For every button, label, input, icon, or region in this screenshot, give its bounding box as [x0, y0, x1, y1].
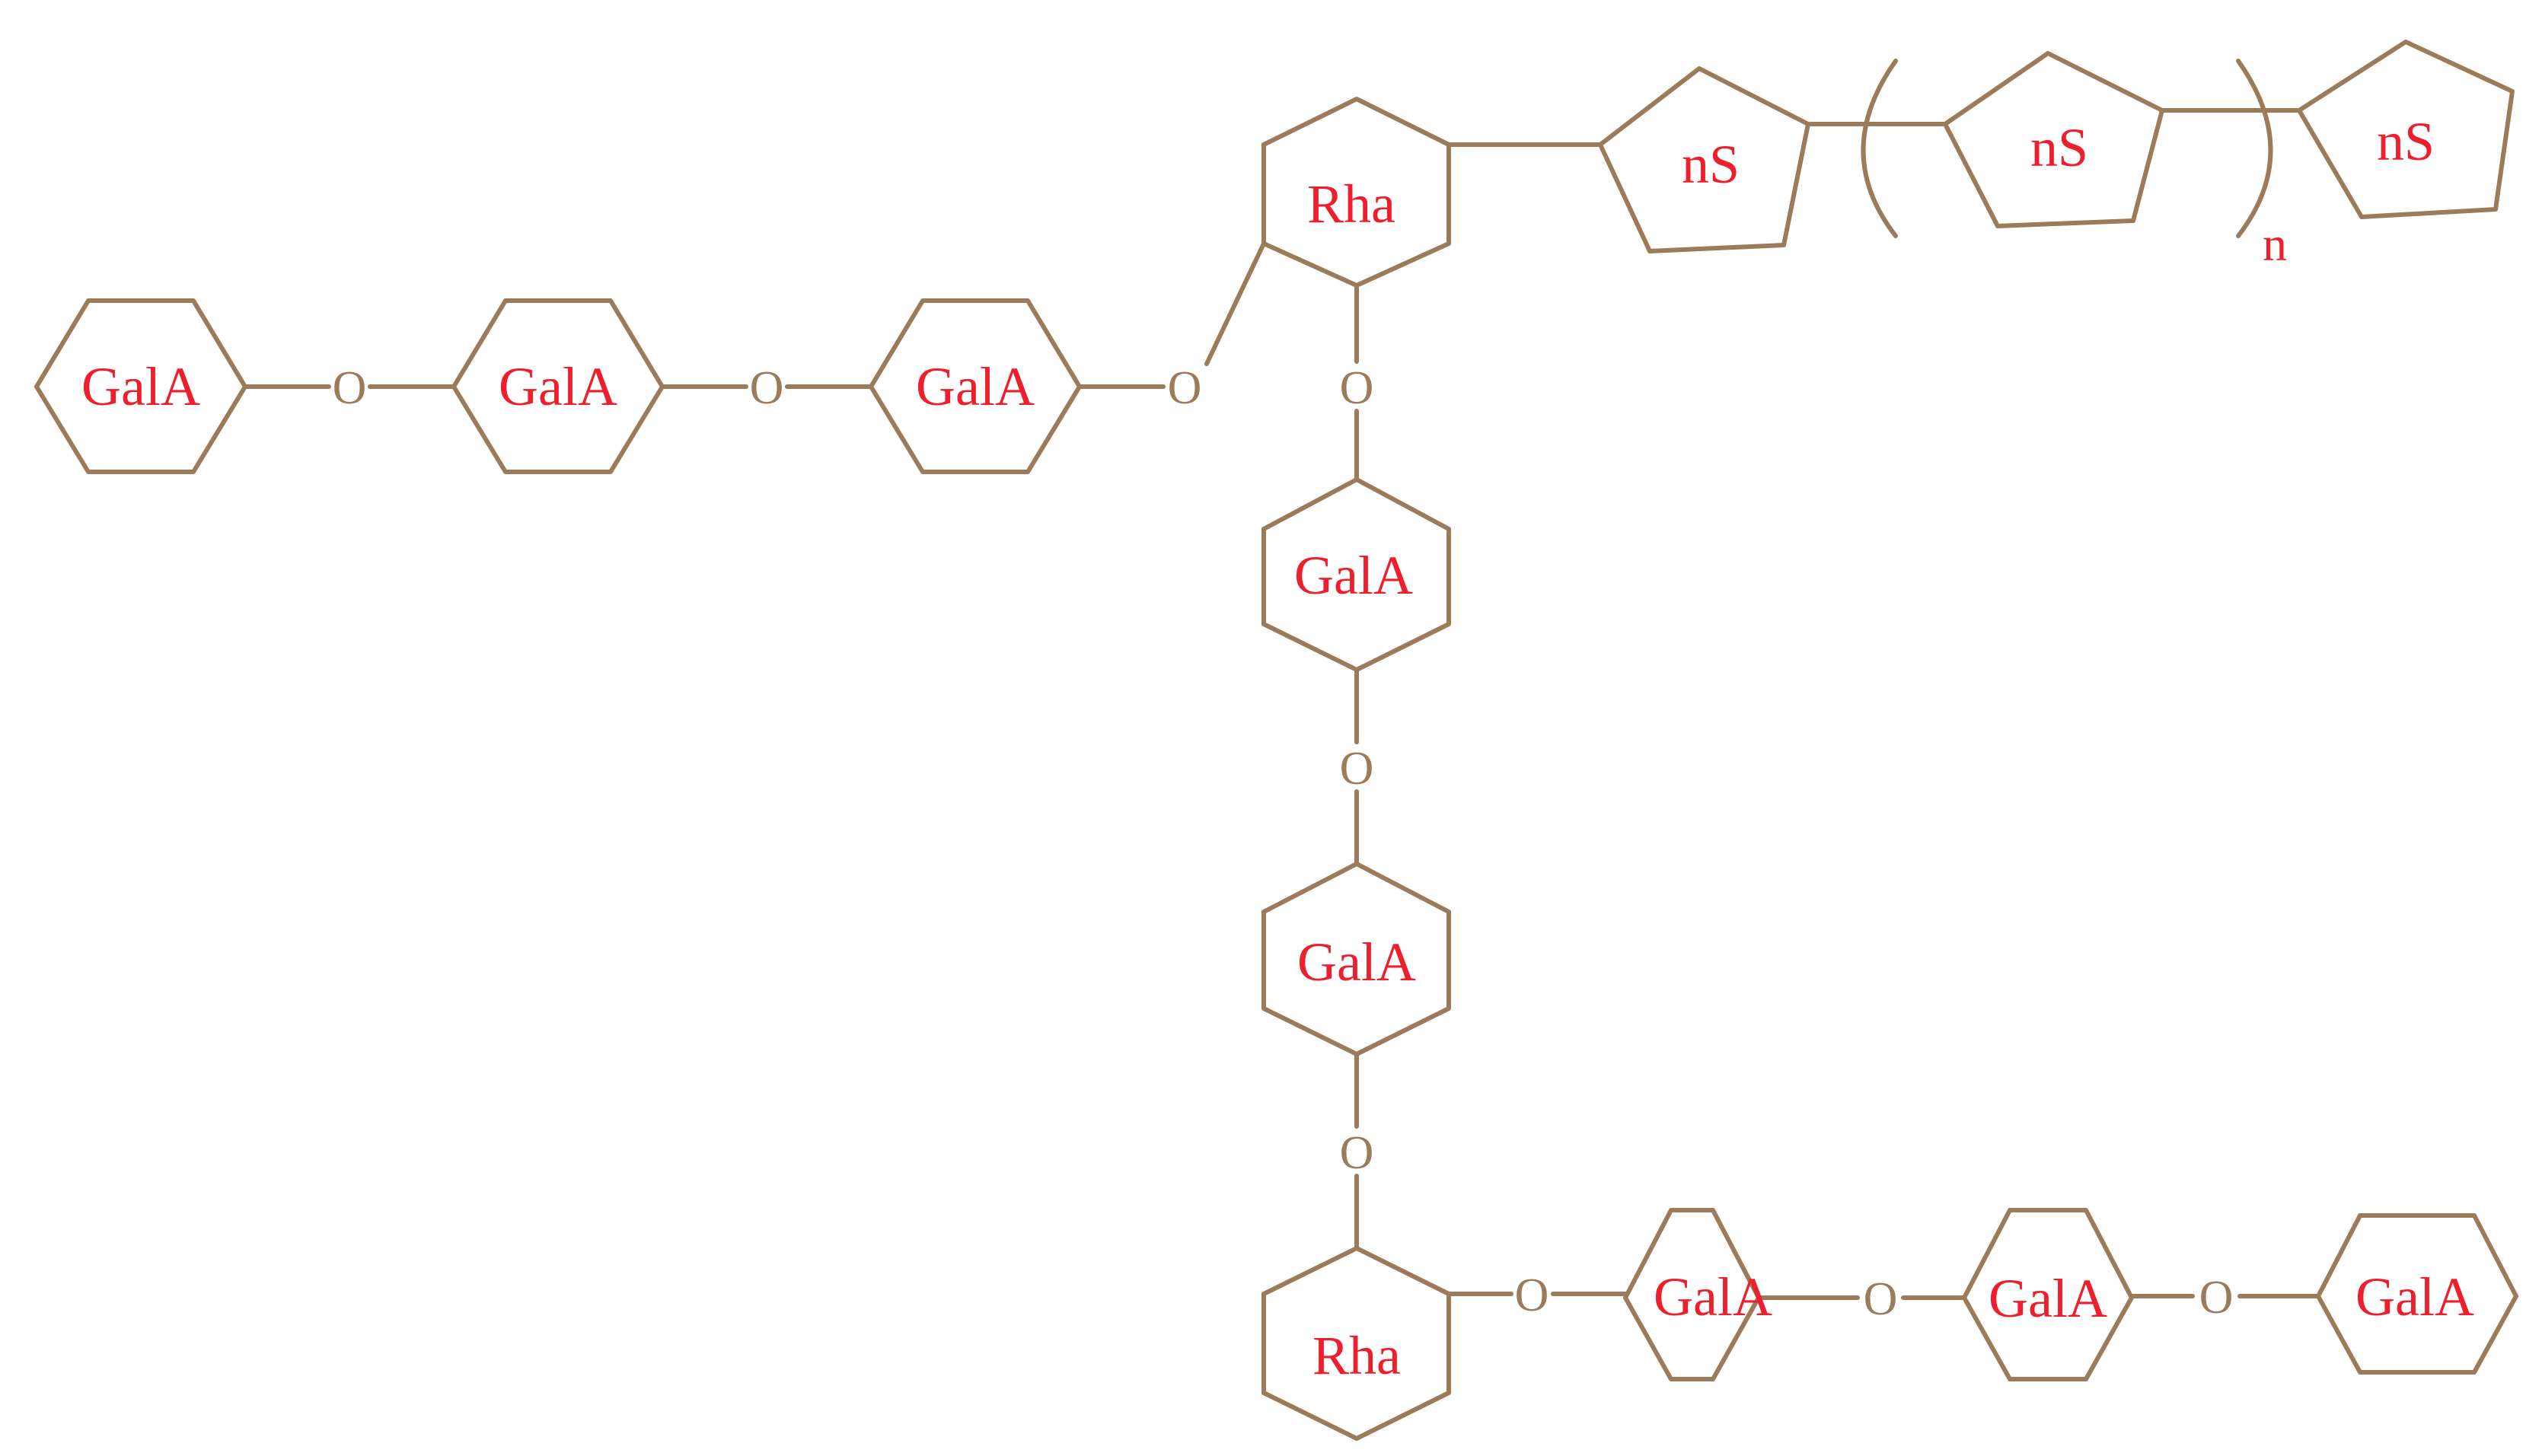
repeat-brackets: n: [1861, 59, 2287, 271]
unit-label-ns: nS: [2030, 117, 2088, 178]
unit-label-galA: GalA: [916, 356, 1035, 417]
unit-label-galA: GalA: [499, 356, 617, 417]
oxygen-label: O: [1340, 743, 1374, 795]
unit-label-galA: GalA: [81, 356, 200, 417]
pentagon-ring-ns2: [1943, 51, 2164, 228]
unit-label-ns: nS: [1682, 134, 1740, 195]
pentagon-ring-ns3: [2297, 40, 2515, 219]
hexagon-ring-rha1: [1261, 97, 1451, 288]
unit-label-rha: Rha: [1312, 1325, 1401, 1386]
bonds: [243, 108, 2320, 1300]
oxygen-label: O: [2199, 1272, 2234, 1324]
right-parenthesis: [2236, 59, 2273, 238]
unit-label-ns: nS: [2377, 111, 2435, 172]
unit-label-galA: GalA: [2355, 1266, 2474, 1327]
oxygen-label: O: [333, 362, 367, 414]
oxygen-label: O: [1515, 1270, 1549, 1321]
repeat-subscript: n: [2263, 217, 2287, 271]
bond-o3-rha1: [1204, 241, 1266, 366]
sugar-labels: GalA GalA GalA Rha nS nS nS GalA GalA Rh…: [81, 111, 2474, 1386]
hexagon-ring-rha2: [1261, 1246, 1451, 1441]
oxygen-label: O: [1340, 362, 1374, 414]
unit-label-rha: Rha: [1307, 174, 1395, 234]
hexagon-ring-g5: [1261, 862, 1451, 1056]
oxygen-linkers: O O O O O O O O O: [333, 362, 2234, 1325]
unit-label-galA: GalA: [1654, 1266, 1772, 1327]
hexagon-ring-g7: [1962, 1208, 2134, 1381]
oxygen-label: O: [1864, 1273, 1898, 1325]
hexagon-ring-g3: [869, 298, 1082, 474]
unit-label-galA: GalA: [1989, 1268, 2107, 1329]
left-parenthesis: [1861, 59, 1898, 238]
unit-label-galA: GalA: [1294, 545, 1413, 606]
pentagon-ring-ns1: [1598, 66, 1810, 253]
hexagon-ring-g2: [451, 298, 665, 474]
hexagon-ring-g4: [1261, 477, 1451, 672]
hexagon-ring-g1: [34, 298, 247, 474]
hexagon-ring-g6: [1623, 1208, 1761, 1381]
unit-label-galA: GalA: [1297, 932, 1416, 992]
hexagon-ring-g8: [2316, 1213, 2518, 1375]
oxygen-label: O: [1168, 362, 1202, 414]
rings: [34, 40, 2518, 1441]
oxygen-label: O: [1340, 1127, 1374, 1179]
oxygen-label: O: [750, 362, 784, 414]
